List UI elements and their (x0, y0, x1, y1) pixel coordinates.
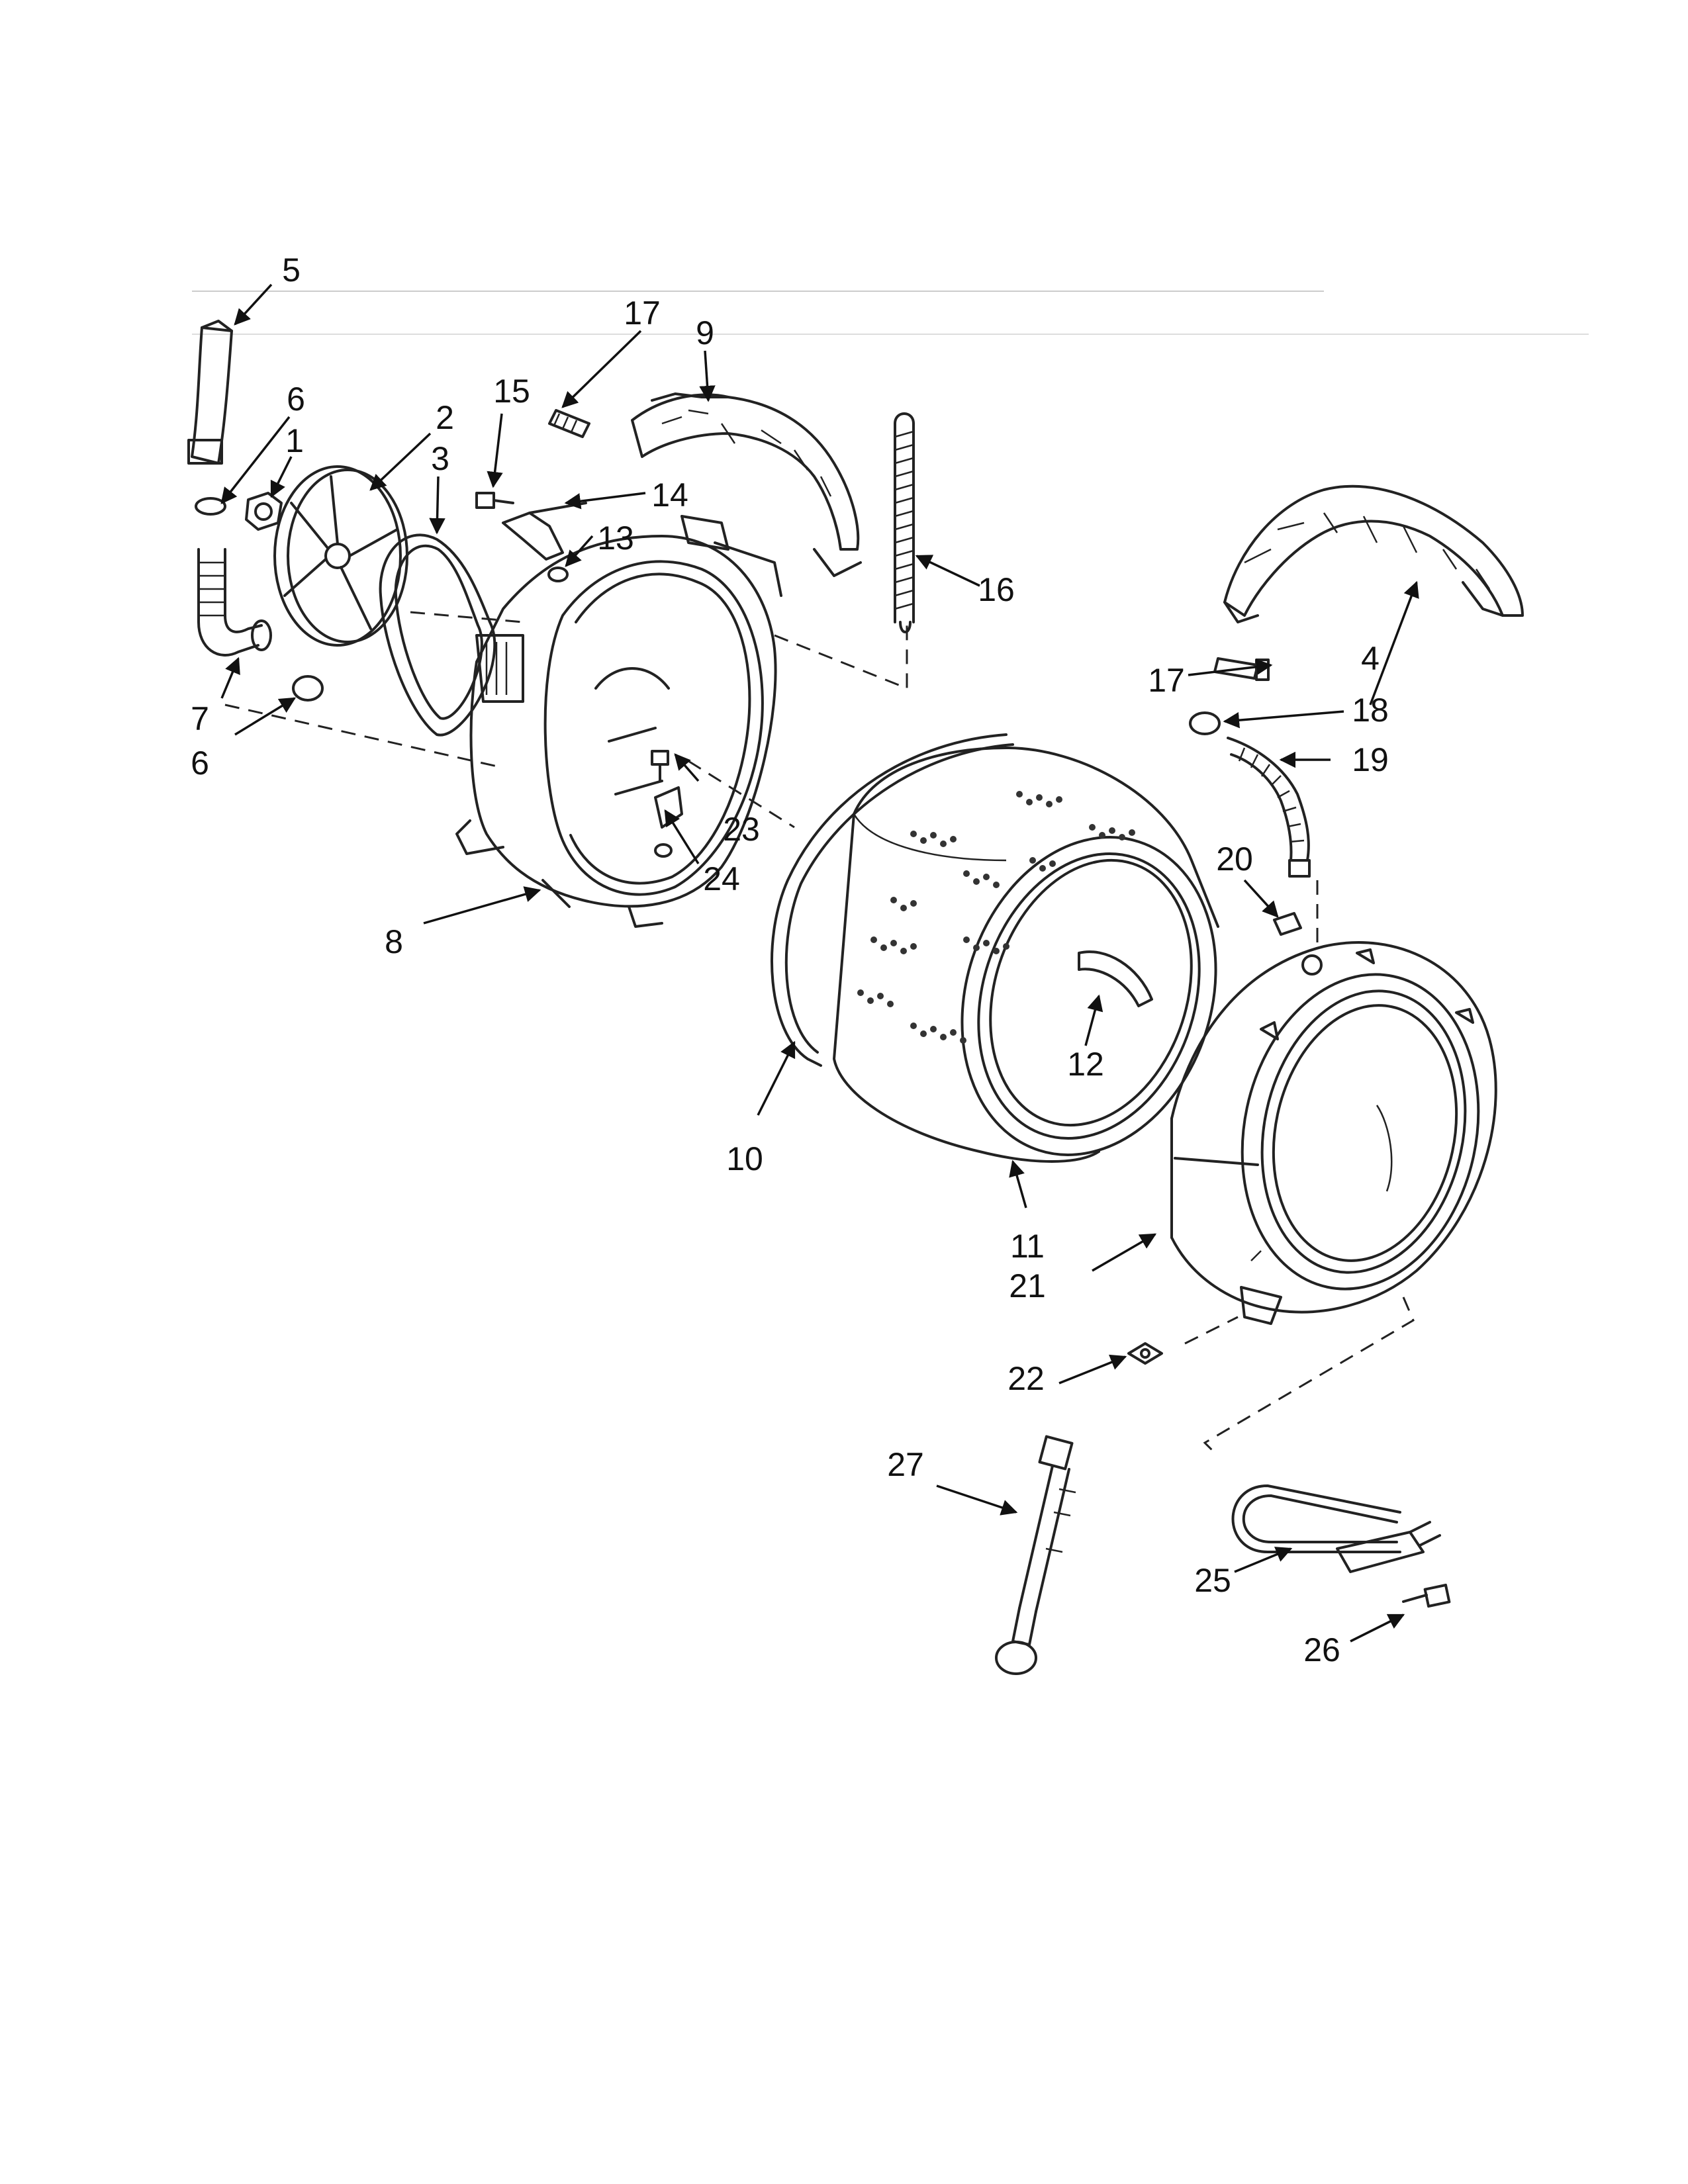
callout-4: 4 (1361, 640, 1380, 677)
callout-10: 10 (726, 1140, 763, 1177)
part-3-belt (379, 533, 496, 737)
callout-27: 27 (887, 1446, 924, 1483)
part-6-clamp-upper (195, 497, 226, 516)
part-8-rear-tub (455, 515, 782, 928)
part-23-screw (651, 750, 669, 782)
part-14-bracket (502, 502, 587, 561)
callout-17-lower: 17 (1148, 662, 1185, 699)
callout-12: 12 (1067, 1046, 1104, 1083)
callouts: 5 6 1 2 3 7 6 8 17 9 15 14 13 16 4 17 18… (191, 251, 1389, 1668)
callout-14: 14 (651, 477, 688, 514)
callout-23: 23 (723, 811, 760, 848)
callout-5: 5 (282, 251, 301, 289)
drum-perforations (857, 791, 1135, 1044)
assembly-lines (224, 611, 1415, 1457)
part-25-heater (1231, 1484, 1441, 1573)
part-4-front-counterweight (1223, 484, 1524, 623)
part-27-shock-absorber (995, 1435, 1076, 1675)
part-21-front-tub (1170, 941, 1497, 1325)
callout-25: 25 (1194, 1562, 1231, 1599)
callout-22: 22 (1008, 1360, 1045, 1397)
part-22-pad (1127, 1342, 1163, 1365)
part-20-clip (1273, 912, 1302, 936)
callout-2: 2 (436, 399, 454, 436)
callout-9: 9 (696, 314, 714, 351)
part-13-sensor (547, 567, 569, 582)
part-7-drain-hose (197, 548, 272, 657)
callout-6-lower: 6 (191, 745, 209, 782)
callout-3: 3 (431, 440, 449, 477)
leader-lines (220, 283, 1419, 1643)
callout-11: 11 (1010, 1228, 1045, 1265)
part-5-hose-bracket (187, 320, 233, 465)
callout-21: 21 (1009, 1267, 1046, 1304)
part-15-screw (475, 492, 514, 509)
part-26-sensor (1402, 1583, 1451, 1608)
part-10-drum-seal (771, 733, 1014, 1067)
callout-24: 24 (703, 860, 740, 897)
part-9-rear-counterweight (631, 392, 862, 577)
callout-26: 26 (1303, 1631, 1340, 1668)
part-11-inner-drum (833, 747, 1219, 1163)
callout-20: 20 (1216, 841, 1253, 878)
part-19-vent-hose (1227, 737, 1311, 878)
callout-18: 18 (1352, 692, 1389, 729)
callout-8: 8 (385, 923, 403, 960)
part-16-spring (894, 412, 915, 633)
part-1-nut (245, 492, 283, 531)
part-6-clamp-lower (292, 675, 324, 702)
callout-15: 15 (493, 373, 530, 410)
callout-13: 13 (597, 520, 634, 557)
part-17-bolt-upper (548, 409, 590, 438)
part-24-bracket (654, 786, 683, 858)
callout-1: 1 (285, 422, 304, 459)
callout-19: 19 (1352, 741, 1389, 778)
callout-16: 16 (978, 571, 1015, 608)
callout-17-upper: 17 (624, 295, 661, 332)
part-18-hose-clamp (1189, 711, 1221, 735)
callout-7: 7 (191, 700, 209, 737)
callout-6-upper: 6 (287, 381, 305, 418)
